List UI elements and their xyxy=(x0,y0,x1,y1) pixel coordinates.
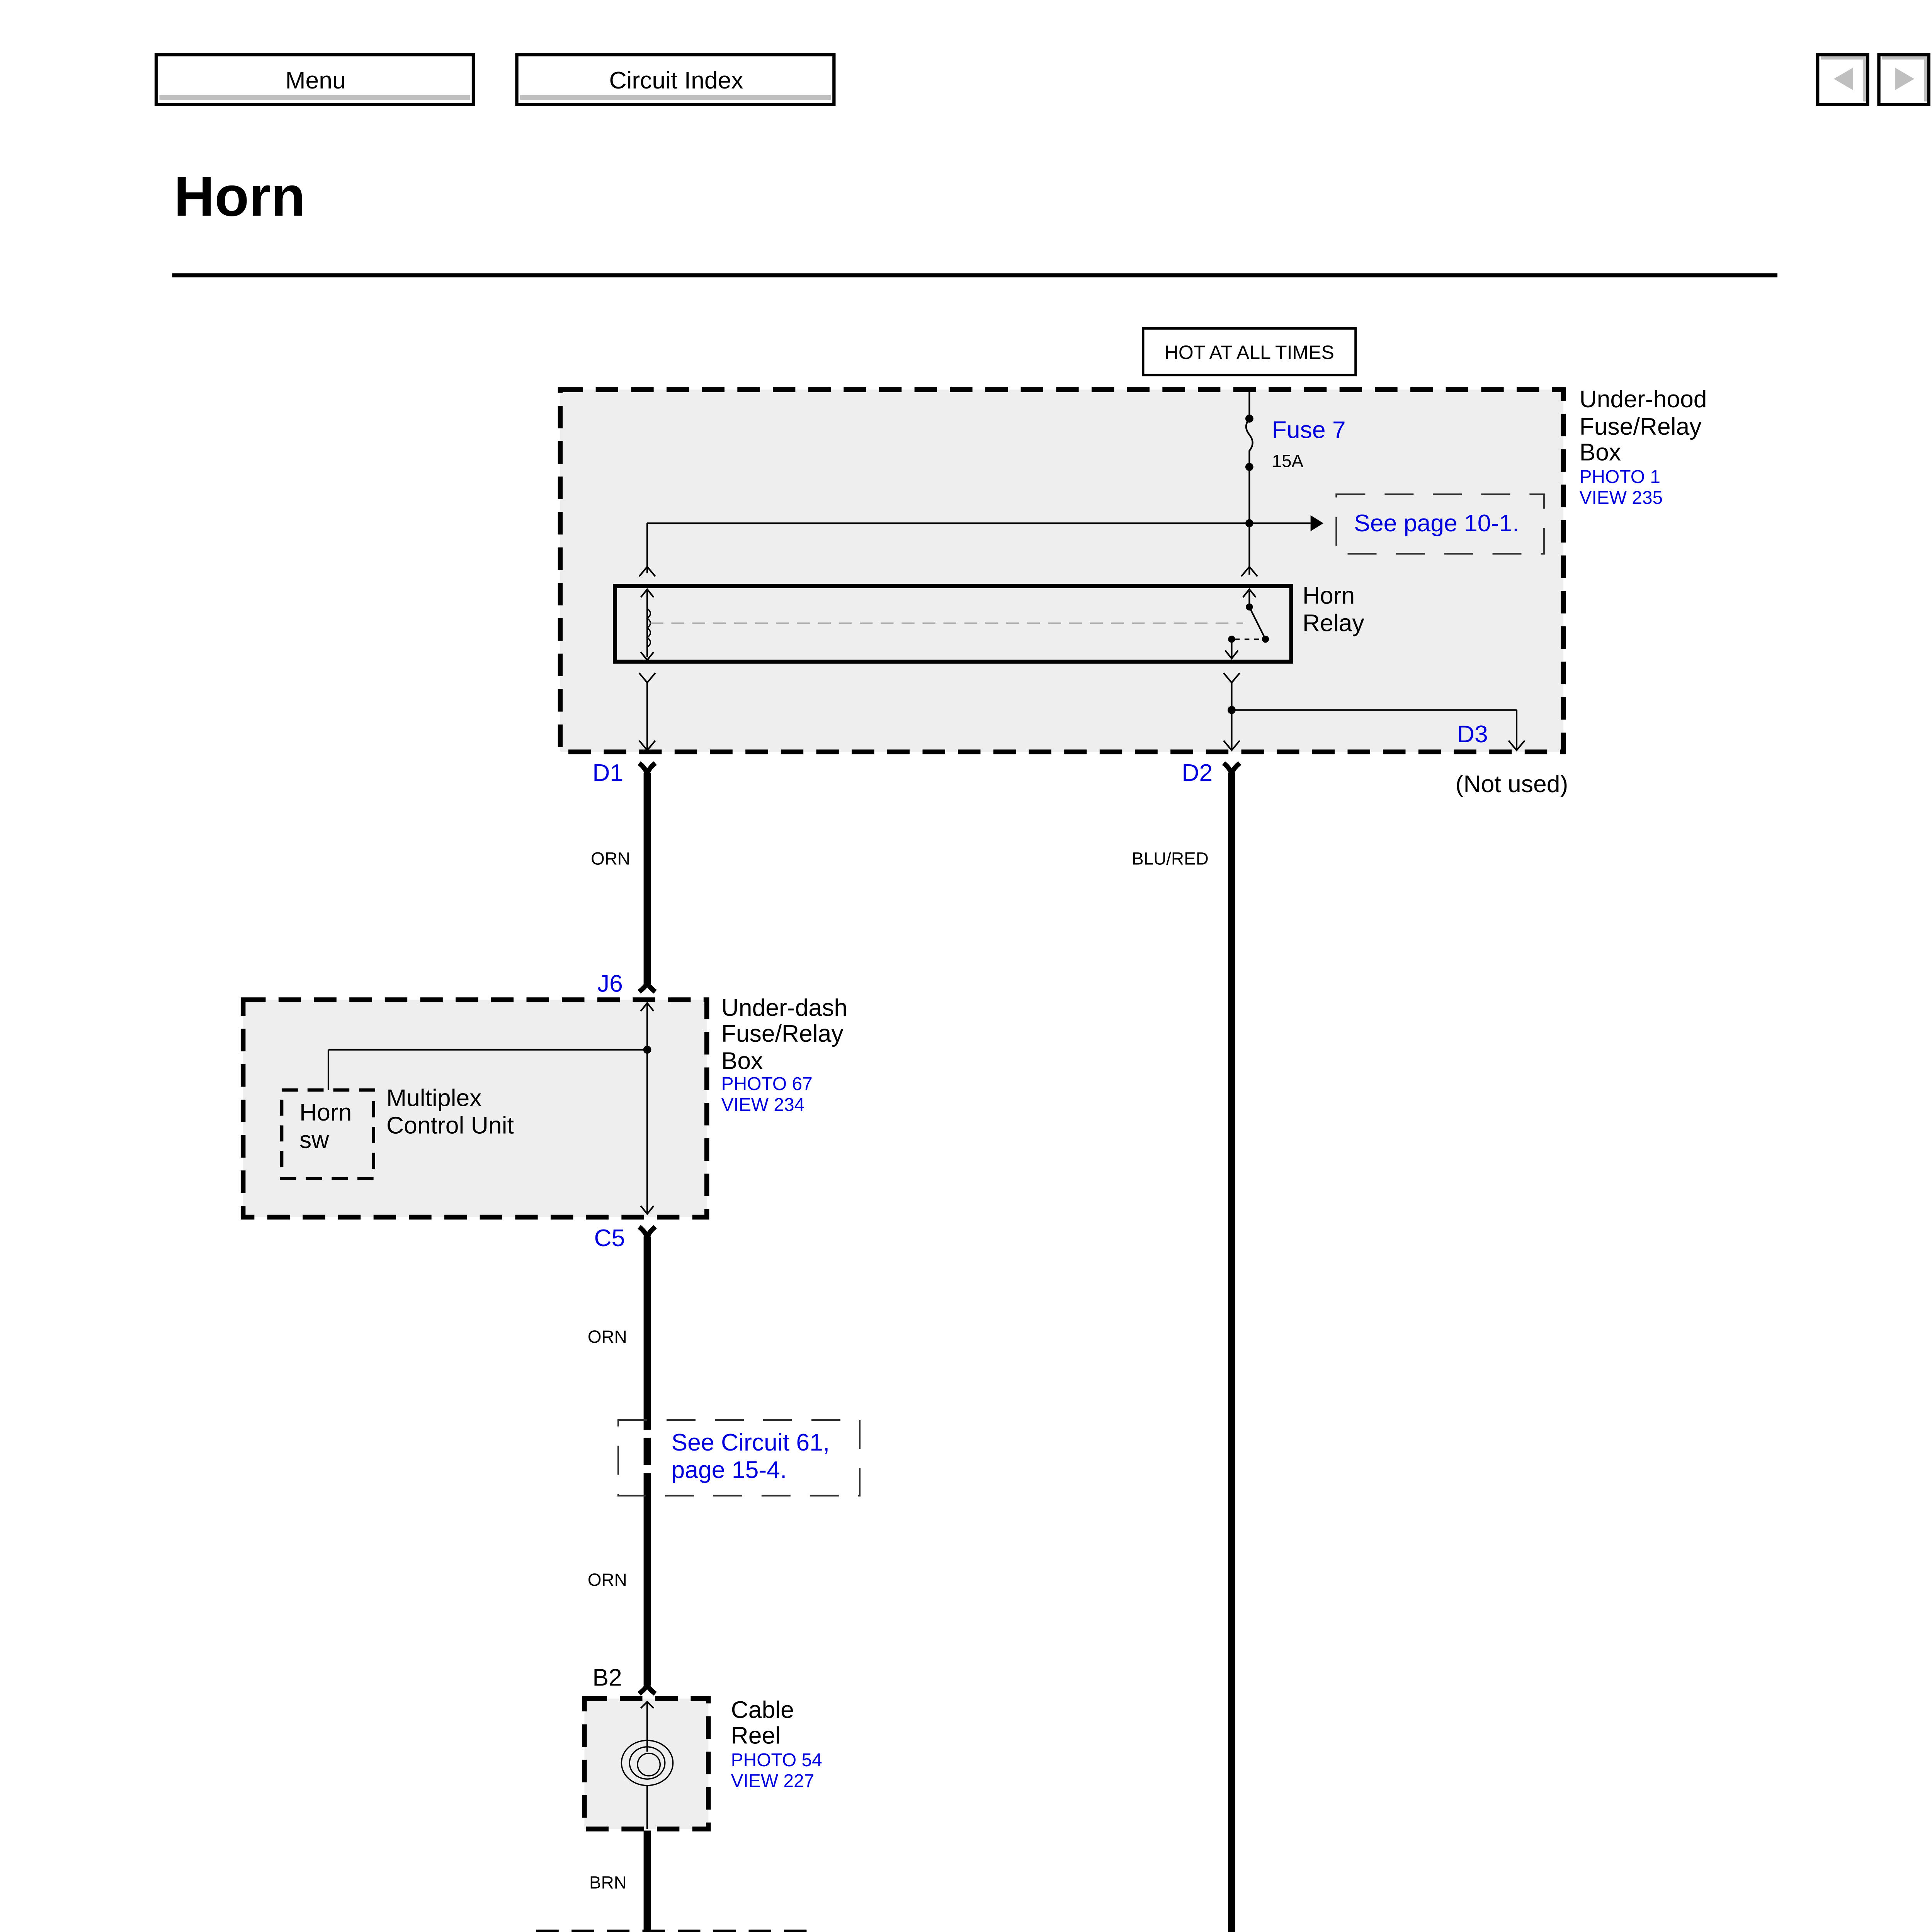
pin-b2: B2 xyxy=(592,1664,622,1691)
top-menu-button[interactable]: Menu xyxy=(155,53,475,107)
underdash-box-label-2: Fuse/Relay xyxy=(721,1020,844,1047)
underdash-box-label-1: Under-dash xyxy=(721,994,847,1021)
cable-reel-view-link[interactable]: VIEW 227 xyxy=(731,1771,815,1791)
underdash-photo-link[interactable]: PHOTO 67 xyxy=(721,1074,813,1094)
underhood-box-label-1: Under-hood xyxy=(1580,386,1707,413)
power-source-label: HOT AT ALL TIMES xyxy=(1165,342,1334,363)
wire-color-d1: ORN xyxy=(591,849,630,869)
page-title: Horn xyxy=(174,165,305,228)
underdash-fuse-relay-box: Horn sw Multiplex Control Unit Under-das… xyxy=(240,994,847,1220)
underhood-box-label-2: Fuse/Relay xyxy=(1580,413,1702,440)
steering-wheel-label-1: Steering xyxy=(831,1928,921,1932)
fuse-icon xyxy=(1245,418,1253,467)
underhood-view-link[interactable]: VIEW 235 xyxy=(1580,488,1663,508)
arrow-right-icon xyxy=(1310,515,1323,531)
triangle-left-icon xyxy=(1833,68,1853,90)
fuse-label: Fuse 7 xyxy=(1272,416,1346,443)
pin-j6: J6 xyxy=(597,970,623,997)
underhood-box-label-3: Box xyxy=(1580,439,1621,466)
see-circuit-label-1: See Circuit 61, xyxy=(672,1429,830,1456)
mcu-label-1: Multiplex xyxy=(386,1085,482,1112)
fuse-rating: 15A xyxy=(1272,451,1304,471)
power-source-box: HOT AT ALL TIMES xyxy=(1142,327,1357,376)
pin-d3: D3 xyxy=(1457,721,1488,748)
d3-not-used-note: (Not used) xyxy=(1456,770,1568,798)
underdash-view-link[interactable]: VIEW 234 xyxy=(721,1095,805,1115)
cable-reel-label-1: Cable xyxy=(731,1696,794,1723)
mcu-label-2: Control Unit xyxy=(386,1112,514,1139)
top-circuit-index-label: Circuit Index xyxy=(609,67,743,94)
steering-wheel: Steering Wheel PHOTO 53 Horn Switch PHOT… xyxy=(534,1928,921,1932)
horn-relay xyxy=(613,584,1293,664)
horn-sw-block xyxy=(280,1088,375,1180)
horn-relay-label-1: Horn xyxy=(1303,582,1355,609)
top-next-page-button[interactable] xyxy=(1877,53,1930,107)
cable-reel-label-2: Reel xyxy=(731,1722,781,1749)
connector-j6 xyxy=(638,981,657,994)
see-page-link[interactable]: See page 10-1. xyxy=(1335,493,1545,555)
see-circuit-label-2: page 15-4. xyxy=(672,1456,787,1483)
horn-sw-label-2: sw xyxy=(299,1126,329,1153)
wire-color-after-ref: ORN xyxy=(588,1570,627,1590)
pin-d1: D1 xyxy=(592,759,623,786)
underhood-fuse-relay-box: Fuse 7 15A See page 10-1. Horn Rela xyxy=(558,386,1707,755)
cable-reel: Cable Reel PHOTO 54 VIEW 227 xyxy=(582,1696,822,1832)
pin-d2: D2 xyxy=(1182,759,1213,786)
relay-coil-icon xyxy=(646,608,651,648)
top-prev-page-button[interactable] xyxy=(1816,53,1869,107)
see-page-label: See page 10-1. xyxy=(1354,510,1519,537)
triangle-right-icon xyxy=(1895,68,1915,90)
underdash-box-label-3: Box xyxy=(721,1048,763,1075)
wire-color-d2: BLU/RED xyxy=(1132,849,1209,869)
pin-c5: C5 xyxy=(594,1225,625,1252)
connector-b2 xyxy=(638,1684,657,1696)
horn-sw-label-1: Horn xyxy=(299,1099,352,1126)
relay-switch-contact xyxy=(1248,606,1266,640)
underhood-photo-link[interactable]: PHOTO 1 xyxy=(1580,467,1660,487)
top-circuit-index-button[interactable]: Circuit Index xyxy=(515,53,836,107)
horn-relay-label-2: Relay xyxy=(1303,609,1365,636)
see-circuit-link[interactable]: See Circuit 61, page 15-4. xyxy=(617,1419,861,1497)
wire-color-brn: BRN xyxy=(589,1873,627,1893)
wire-color-c5: ORN xyxy=(588,1327,627,1347)
top-menu-label: Menu xyxy=(286,67,346,94)
cable-reel-photo-link[interactable]: PHOTO 54 xyxy=(731,1750,822,1770)
